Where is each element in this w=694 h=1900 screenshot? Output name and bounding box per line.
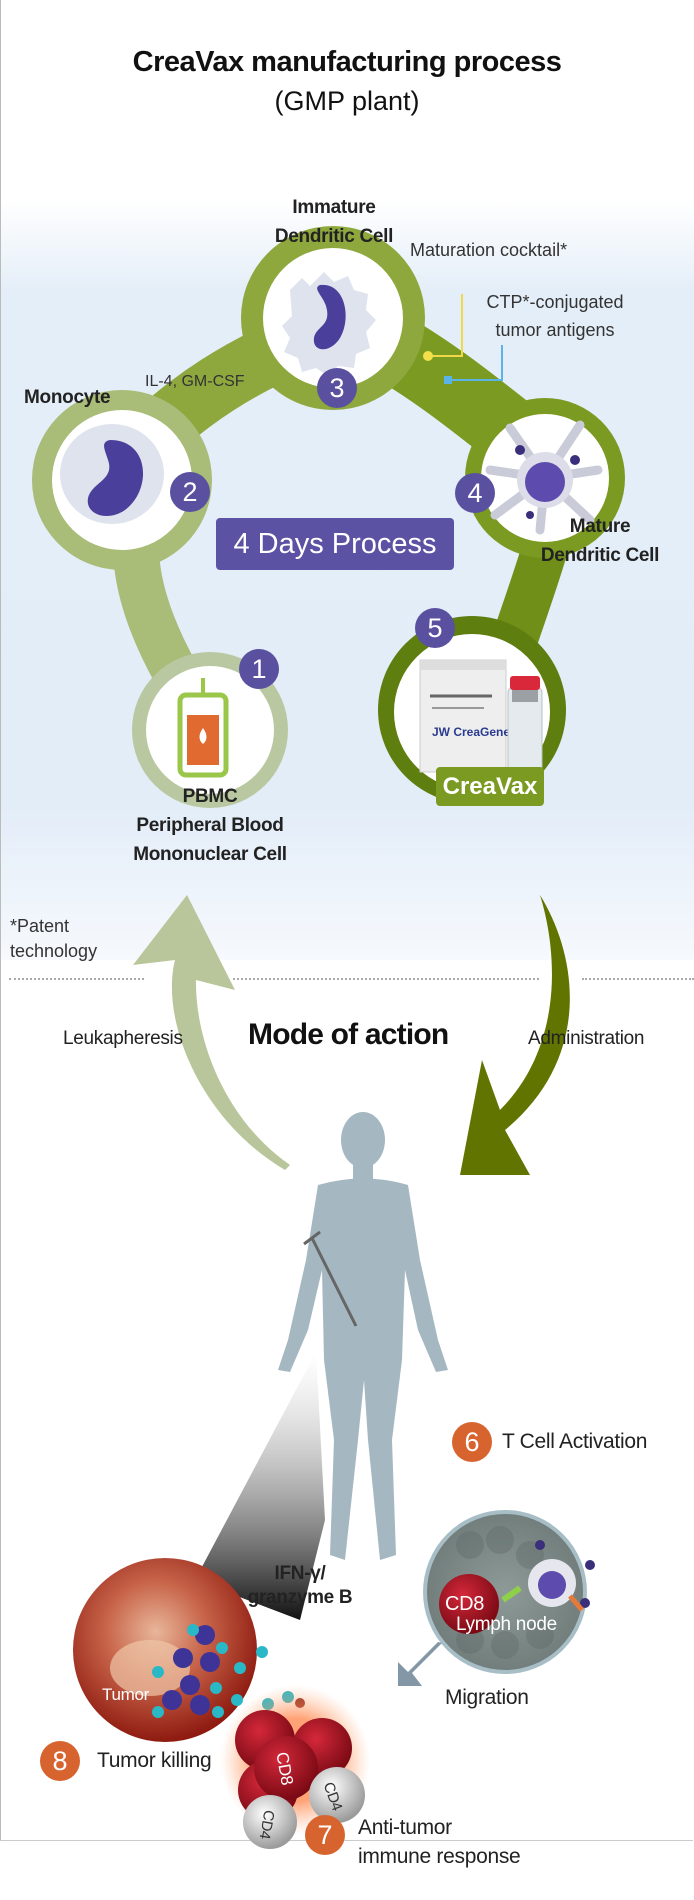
cd8-cell: [254, 1736, 318, 1800]
step-7-label-line1: Anti-tumor: [358, 1816, 452, 1839]
maturation-cocktail-label: Maturation cocktail*: [410, 240, 568, 260]
patent-footnote: *Patent technology: [10, 914, 97, 964]
antigens-label-line1: CTP*-conjugated: [486, 292, 624, 312]
step-8-label: Tumor killing: [97, 1749, 212, 1772]
step-1-number: 1: [239, 649, 279, 689]
administration-label: Administration: [528, 1028, 645, 1049]
syringe-icon: [303, 1230, 358, 1327]
step-4-number: 4: [455, 473, 495, 513]
step-2-number: 2: [170, 472, 210, 512]
cd4-label: CD4: [255, 1808, 278, 1841]
cd8-label: CD8: [272, 1750, 297, 1787]
step-5-label: CreaVax: [436, 767, 544, 806]
mature-dendritic-cell-icon: [485, 420, 603, 535]
patent-footnote-line1: *Patent: [10, 916, 70, 936]
step-7-number: 7: [305, 1815, 345, 1855]
dendritic-cell-in-lymph: [501, 1540, 595, 1612]
step-5-number: 5: [415, 608, 455, 648]
section-divider: [233, 978, 539, 980]
leukapheresis-label: Leukapheresis: [63, 1028, 183, 1049]
creavax-product-icon: JW CreaGene: [419, 659, 543, 775]
step-1-label: PBMC Peripheral Blood Mononuclear Cell: [100, 782, 320, 869]
cd4-cell: [309, 1767, 365, 1823]
step-3-label: Immature Dendritic Cell: [244, 193, 424, 251]
tumor-label: Tumor: [102, 1685, 149, 1704]
migration-label: Migration: [445, 1686, 529, 1709]
step-4-label: Mature Dendritic Cell: [530, 512, 670, 570]
lymph-cd8-cell: [439, 1574, 499, 1634]
cytokines-label: IL-4, GM-CSF: [145, 373, 245, 390]
page-title: CreaVax manufacturing process: [132, 46, 562, 78]
step-3-number: 3: [317, 368, 357, 408]
page-subtitle: (GMP plant): [274, 86, 420, 116]
immature-dendritic-cell-icon: [282, 272, 376, 376]
step-3-label-line2: Dendritic Cell: [274, 226, 394, 247]
step-2-label: Monocyte: [24, 387, 111, 408]
four-days-process-badge: 4 Days Process: [216, 518, 454, 570]
cd4-cell: [243, 1795, 297, 1849]
step-7-label: Anti-tumor immune response: [358, 1813, 521, 1871]
page-frame: [0, 0, 693, 1841]
step-1-label-line2: Peripheral Blood: [136, 815, 284, 836]
patent-footnote-line2: technology: [10, 941, 98, 961]
step-3-label-line1: Immature: [292, 197, 376, 218]
step-6-label: T Cell Activation: [502, 1430, 648, 1453]
blood-bag-icon: [177, 678, 229, 778]
maturation-leader: [423, 294, 463, 361]
svg-text:JW CreaGene: JW CreaGene: [432, 725, 510, 739]
cytokine-label-line1: IFN-γ/: [274, 1563, 326, 1584]
antigens-label-line2: tumor antigens: [495, 320, 615, 340]
section-divider: [582, 978, 694, 980]
step-6-number: 6: [452, 1422, 492, 1462]
administration-arrow: [460, 895, 570, 1175]
step-1-label-line3: Mononuclear Cell: [133, 844, 287, 865]
zoom-beam: [195, 1352, 325, 1620]
cytokine-label: IFN-γ/ granzyme B: [245, 1562, 355, 1610]
mode-of-action-title: Mode of action: [248, 1018, 449, 1051]
step-7-label-line2: immune response: [358, 1845, 521, 1868]
leukapheresis-arrow: [133, 895, 290, 1170]
lymph-node-texture: [456, 1526, 554, 1659]
cytokine-label-line2: granzyme B: [247, 1587, 353, 1608]
antigen-leader: [444, 345, 503, 384]
step-4-label-line1: Mature: [569, 516, 631, 537]
section-divider: [9, 978, 144, 980]
lymph-cd8-label: CD8: [445, 1593, 485, 1615]
monocyte-icon: [60, 424, 164, 524]
human-body-icon: [278, 1112, 448, 1560]
step-1-label-line1: PBMC: [182, 786, 238, 807]
antigens-label: CTP*-conjugated tumor antigens: [465, 288, 645, 344]
step-8-number: 8: [40, 1741, 80, 1781]
migration-arrow: [398, 1642, 442, 1686]
tumor-cells: [152, 1624, 305, 1718]
step-4-label-line2: Dendritic Cell: [540, 545, 660, 566]
lymph-node-label: Lymph node: [456, 1614, 557, 1635]
